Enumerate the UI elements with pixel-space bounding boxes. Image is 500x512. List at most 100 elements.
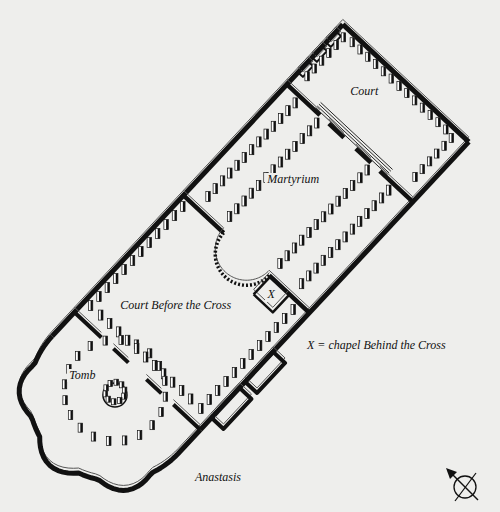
column-shade <box>324 212 326 222</box>
column <box>435 149 439 158</box>
column-shade <box>329 48 331 57</box>
area-label: Court Before the Cross <box>118 299 233 312</box>
column <box>147 238 151 248</box>
column <box>305 72 309 81</box>
column-shade <box>173 377 175 387</box>
column-shade <box>345 232 347 242</box>
column <box>88 301 92 311</box>
wall <box>200 142 468 430</box>
column <box>366 52 370 61</box>
column <box>171 377 175 387</box>
column-shade <box>125 436 127 445</box>
column <box>379 193 383 203</box>
column <box>412 96 416 105</box>
column <box>153 360 157 370</box>
column <box>327 48 331 57</box>
column <box>436 118 440 127</box>
column-shade <box>285 314 287 324</box>
column <box>172 211 176 221</box>
area-label: Martyrium <box>265 173 321 186</box>
wall-top <box>173 400 200 425</box>
column-shade <box>343 33 345 42</box>
column <box>405 89 409 98</box>
column <box>278 157 282 167</box>
column-shade <box>65 396 67 405</box>
column-shade <box>422 103 424 112</box>
column-shade <box>309 227 311 237</box>
column <box>180 386 184 396</box>
column-shade <box>415 172 417 181</box>
column-shade <box>226 376 228 386</box>
column <box>350 224 354 234</box>
column <box>228 168 232 178</box>
column-shade <box>152 421 154 430</box>
column <box>279 113 283 123</box>
column <box>144 352 148 362</box>
column-shade <box>374 201 376 211</box>
column <box>213 184 217 194</box>
column <box>126 335 130 345</box>
column-shade <box>444 141 446 150</box>
column <box>68 411 72 420</box>
column <box>307 271 311 281</box>
column-shade <box>281 113 283 123</box>
column <box>123 436 127 445</box>
column-shade <box>295 141 297 151</box>
column-shade <box>116 379 118 385</box>
column <box>122 393 126 399</box>
area-label: Anastasis <box>193 471 243 484</box>
column-shade <box>244 152 246 162</box>
column-shade <box>128 335 130 345</box>
column <box>336 196 340 206</box>
column <box>358 216 362 226</box>
column-shade <box>360 45 362 54</box>
column-shade <box>391 74 393 83</box>
column <box>62 380 66 389</box>
column-shade <box>302 134 304 144</box>
column-shade <box>78 351 80 360</box>
column-shade <box>438 118 440 127</box>
column <box>257 137 261 147</box>
north-cross <box>455 473 476 501</box>
wall <box>343 24 469 141</box>
column <box>283 314 287 324</box>
column <box>103 336 107 345</box>
column-shade <box>316 220 318 230</box>
column <box>292 243 296 253</box>
column-shade <box>376 60 378 69</box>
wall <box>173 405 200 430</box>
column <box>358 173 362 183</box>
column <box>114 379 118 385</box>
column-shade <box>99 292 101 302</box>
column-shade <box>322 56 324 65</box>
column <box>293 141 297 151</box>
column <box>413 172 417 181</box>
column <box>328 248 332 258</box>
column-shade <box>338 240 340 250</box>
column <box>106 396 110 402</box>
column <box>112 399 116 405</box>
column <box>329 204 333 214</box>
column <box>232 367 236 377</box>
column <box>321 212 325 222</box>
column-shade <box>353 181 355 191</box>
north-arrow <box>446 468 478 501</box>
column <box>63 396 67 405</box>
column <box>372 201 376 211</box>
wall-top <box>183 190 223 227</box>
columns <box>62 33 453 446</box>
column-shade <box>430 157 432 166</box>
column-shade <box>133 256 135 266</box>
column-shade <box>367 165 369 175</box>
column-shade <box>201 403 203 413</box>
wall <box>380 171 413 202</box>
column <box>257 340 261 350</box>
column-shade <box>389 185 391 195</box>
wall <box>215 233 269 285</box>
wall <box>287 84 320 115</box>
column <box>249 145 253 155</box>
step <box>319 104 391 171</box>
column-shade <box>191 394 193 404</box>
column-shade <box>288 106 290 116</box>
